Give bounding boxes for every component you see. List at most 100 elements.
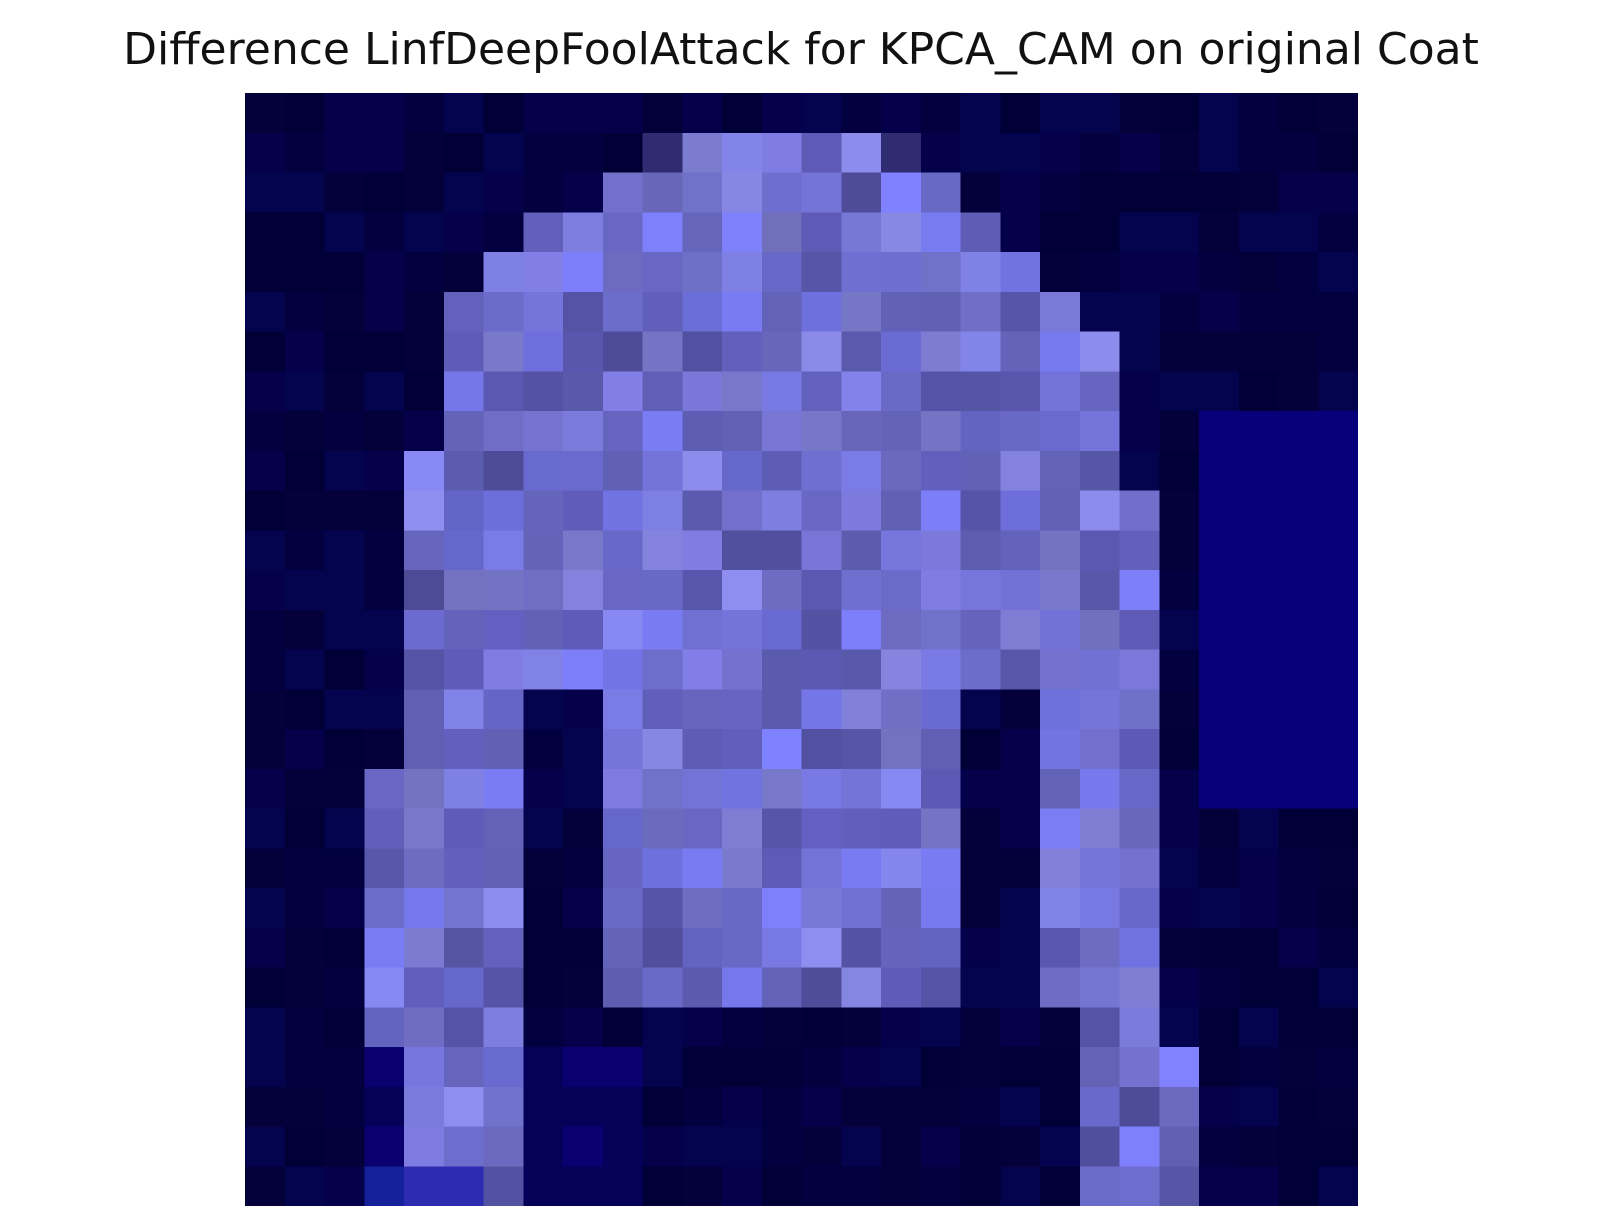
image-pixel [245, 490, 286, 532]
image-pixel [1278, 768, 1320, 810]
image-pixel [960, 609, 1002, 651]
image-pixel [324, 411, 366, 452]
image-pixel [324, 570, 366, 611]
image-pixel [801, 331, 843, 373]
image-pixel [483, 729, 525, 770]
image-pixel [841, 93, 882, 134]
image-pixel [1079, 848, 1121, 889]
image-pixel [761, 888, 803, 929]
image-pixel [881, 1007, 922, 1048]
image-pixel [563, 768, 604, 810]
image-pixel [404, 768, 445, 810]
image-pixel [1000, 967, 1041, 1009]
image-pixel [722, 689, 763, 730]
image-pixel [284, 649, 326, 691]
image-pixel [1159, 450, 1200, 492]
image-pixel [642, 1086, 684, 1128]
image-pixel [920, 609, 962, 651]
image-pixel [602, 450, 644, 492]
image-pixel [682, 331, 723, 373]
image-pixel [841, 808, 882, 850]
image-pixel [245, 172, 286, 214]
image-pixel [960, 450, 1002, 492]
image-pixel [523, 172, 564, 214]
image-pixel [722, 411, 763, 452]
image-pixel [761, 768, 803, 810]
image-pixel [1000, 768, 1041, 810]
image-pixel [1119, 252, 1161, 293]
image-pixel [1079, 291, 1121, 333]
image-pixel [722, 808, 763, 850]
image-pixel [563, 1007, 604, 1048]
image-pixel [563, 927, 604, 969]
image-pixel [404, 172, 445, 214]
image-pixel [1040, 570, 1081, 611]
image-pixel [1159, 808, 1200, 850]
image-pixel [483, 530, 525, 571]
coat-difference-heatmap-image [245, 93, 1358, 1206]
image-pixel [1278, 1086, 1320, 1128]
image-pixel [960, 1007, 1002, 1048]
image-pixel [364, 212, 405, 253]
image-pixel [642, 967, 684, 1009]
image-pixel [761, 371, 803, 412]
image-pixel [284, 93, 326, 134]
image-pixel [1199, 530, 1240, 571]
image-pixel [324, 490, 366, 532]
image-pixel [761, 93, 803, 134]
image-pixel [960, 808, 1002, 850]
image-pixel [1079, 768, 1121, 810]
image-pixel [1040, 848, 1081, 889]
image-pixel [523, 1007, 564, 1048]
image-pixel [364, 291, 405, 333]
image-pixel [722, 1086, 763, 1128]
image-pixel [722, 530, 763, 571]
image-pixel [284, 609, 326, 651]
image-pixel [1278, 888, 1320, 929]
image-pixel [364, 808, 405, 850]
image-pixel [960, 212, 1002, 253]
image-pixel [841, 649, 882, 691]
image-pixel [881, 967, 922, 1009]
image-pixel [1159, 172, 1200, 214]
image-pixel [1119, 1086, 1161, 1128]
image-pixel [443, 371, 485, 412]
image-pixel [404, 967, 445, 1009]
image-pixel [642, 371, 684, 412]
image-pixel [1278, 411, 1320, 452]
image-pixel [1238, 252, 1280, 293]
image-pixel [920, 1086, 962, 1128]
image-pixel [563, 848, 604, 889]
image-pixel [881, 530, 922, 571]
image-pixel [364, 371, 405, 412]
image-pixel [801, 649, 843, 691]
image-pixel [1079, 967, 1121, 1009]
image-pixel [1119, 649, 1161, 691]
image-pixel [602, 729, 644, 770]
image-pixel [1238, 411, 1280, 452]
image-pixel [483, 450, 525, 492]
image-pixel [1199, 848, 1240, 889]
image-pixel [443, 1086, 485, 1128]
image-pixel [284, 967, 326, 1009]
image-pixel [1159, 212, 1200, 253]
image-pixel [761, 132, 803, 174]
image-pixel [1318, 212, 1358, 253]
image-pixel [443, 172, 485, 214]
image-pixel [1040, 490, 1081, 532]
image-pixel [1238, 649, 1280, 691]
image-pixel [324, 1047, 366, 1088]
image-pixel [1040, 729, 1081, 770]
image-pixel [563, 888, 604, 929]
image-pixel [1238, 1007, 1280, 1048]
image-pixel [960, 371, 1002, 412]
image-pixel [801, 490, 843, 532]
image-pixel [602, 1007, 644, 1048]
image-pixel [841, 291, 882, 333]
image-pixel [1159, 371, 1200, 412]
image-pixel [1278, 967, 1320, 1009]
image-pixel [1040, 927, 1081, 969]
image-pixel [483, 252, 525, 293]
image-pixel [1079, 212, 1121, 253]
image-pixel [682, 1047, 723, 1088]
